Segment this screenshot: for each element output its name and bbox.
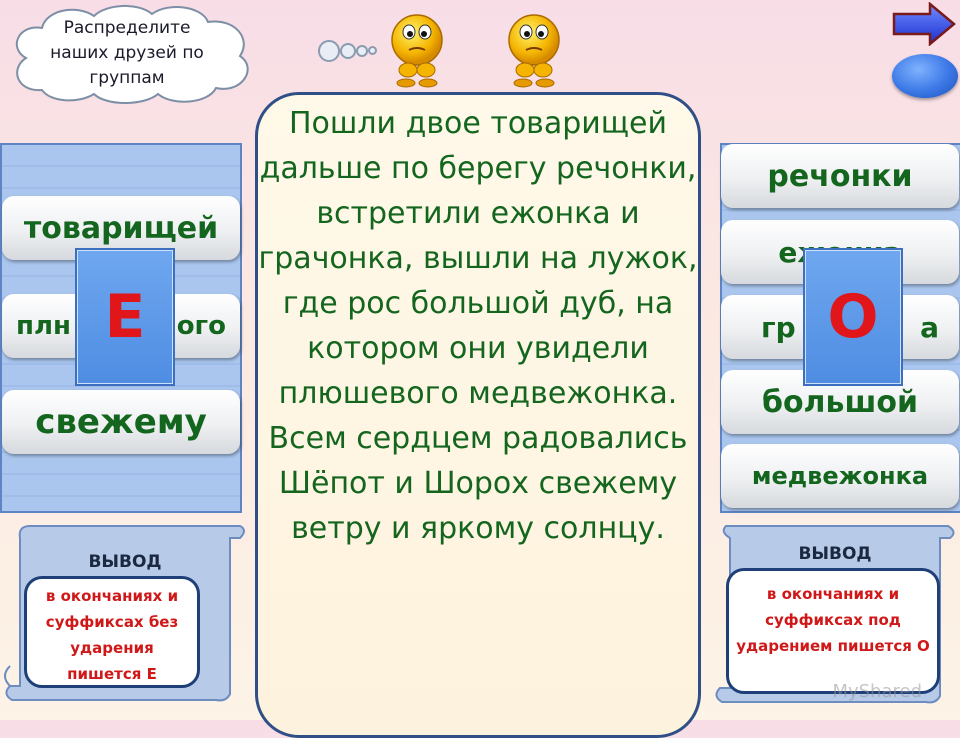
instruction-cloud: Распределите наших друзей по группам <box>2 2 257 104</box>
cloud-bubble-dot <box>368 46 377 55</box>
word-label: большой <box>762 384 918 420</box>
word-label: медвежонка <box>751 462 929 490</box>
word-label-start: гр <box>761 310 796 344</box>
conclusion-scroll-left: ВЫВОД в окончаниях и суффиксах без ударе… <box>0 516 250 716</box>
conclusion-text: в окончаниях и суффиксах без ударения пи… <box>24 576 200 688</box>
letter-card-e[interactable]: Е <box>75 248 175 386</box>
story-text-panel: Пошли двое товарищей дальше по берегу ре… <box>255 92 701 738</box>
word-label-end: ого <box>176 311 226 341</box>
word-card-rechonki[interactable]: речонки <box>721 144 959 208</box>
word-label-start: плн <box>16 311 71 341</box>
cloud-bubble-dot <box>340 43 356 59</box>
cloud-bubble-dot <box>318 40 340 62</box>
word-label: товарищей <box>23 210 219 246</box>
cloud-bubble-dot <box>356 45 368 57</box>
letter-label: Е <box>104 282 146 352</box>
word-label: речонки <box>767 158 913 194</box>
watermark: MyShared <box>832 681 922 702</box>
conclusion-title: ВЫВОД <box>798 544 872 564</box>
conclusion-title: ВЫВОД <box>88 552 162 572</box>
letter-card-o[interactable]: О <box>803 248 903 386</box>
conclusion-text: в окончаниях и суффиксах под ударением п… <box>726 568 940 694</box>
word-card-svezhemu[interactable]: свежему <box>2 390 240 454</box>
story-text: Пошли двое товарищей дальше по берегу ре… <box>258 106 698 546</box>
letter-label: О <box>827 282 879 352</box>
thinking-smiley-icon <box>388 10 446 88</box>
word-label-end: а <box>920 310 939 344</box>
thinking-smiley-icon <box>505 10 563 88</box>
arrow-right-icon <box>892 1 956 47</box>
next-slide-button[interactable] <box>892 1 956 47</box>
word-label: свежему <box>35 402 207 442</box>
oval-nav-button[interactable] <box>892 54 958 98</box>
conclusion-scroll-right: ВЫВОД в окончаниях и суффиксах под ударе… <box>712 516 960 716</box>
cloud-instruction-text: Распределите наших друзей по группам <box>50 18 204 88</box>
word-card-medvezhonka[interactable]: медвежонка <box>721 444 959 508</box>
